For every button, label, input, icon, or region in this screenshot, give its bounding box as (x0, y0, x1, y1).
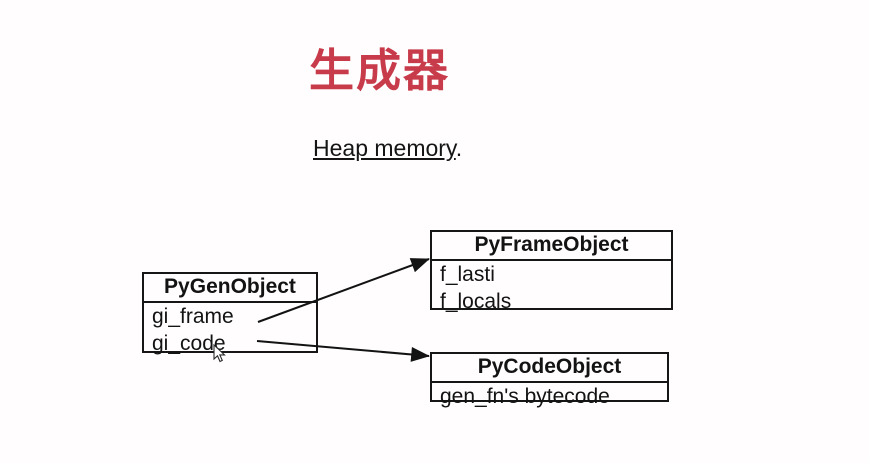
field-f-locals: f_locals (440, 290, 512, 313)
pygenobject-header: PyGenObject (144, 274, 316, 303)
field-f-lasti: f_lasti (440, 263, 495, 286)
pygenobject-box: PyGenObject gi_frame gi_code (142, 272, 318, 355)
pycodeobject-box: PyCodeObject gen_fn's bytecode (430, 352, 669, 408)
field-gi-frame: gi_frame (152, 305, 234, 328)
heap-memory-suffix: . (455, 135, 463, 161)
pyframeobject-box: PyFrameObject f_lasti f_locals (430, 230, 673, 313)
heap-memory-text: Heap memory (313, 135, 456, 161)
heap-memory-label: Heap memory. (313, 135, 462, 162)
pycodeobject-header: PyCodeObject (432, 354, 667, 383)
pyframeobject-header: PyFrameObject (432, 232, 671, 261)
mouse-cursor-icon (213, 344, 226, 363)
field-gi-code: gi_code (152, 332, 226, 355)
field-gen-fn-bytecode: gen_fn's bytecode (440, 385, 610, 408)
page-title: 生成器 (309, 45, 451, 96)
